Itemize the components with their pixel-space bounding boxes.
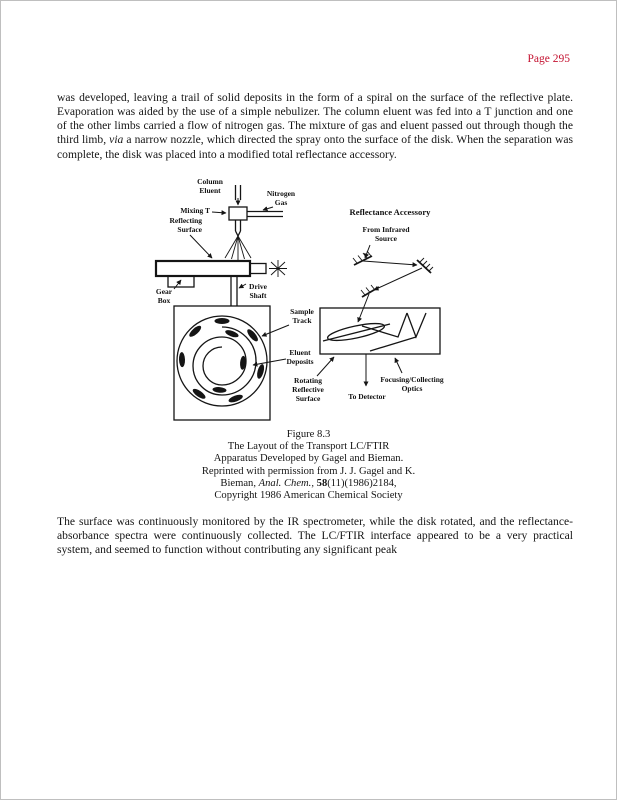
page-number: Page 295 bbox=[527, 53, 570, 65]
caption-citation-pages: (11)(1986)2184, bbox=[327, 477, 397, 489]
paragraph-2: The surface was continuously monitored b… bbox=[57, 514, 573, 557]
caption-title-line-2: Apparatus Developed by Gagel and Bieman. bbox=[213, 453, 404, 465]
caption-citation-journal: Anal. Chem., bbox=[258, 477, 314, 489]
label-reflectance-accessory-title: Reflectance Accessory bbox=[349, 207, 431, 217]
label-mixing-t: Mixing T bbox=[180, 206, 210, 215]
caption-copyright-line: Copyright 1986 American Chemical Society bbox=[214, 490, 403, 502]
paragraph-1-text-a: was developed, leaving a trail of solid … bbox=[57, 90, 573, 147]
caption-citation-line: Bieman, Anal. Chem., 58(11)(1986)2184, bbox=[1, 478, 616, 490]
eluent-deposit-marks bbox=[178, 318, 264, 403]
caption-title-line-1: The Layout of the Transport LC/FTIR bbox=[227, 441, 390, 453]
caption-citation-author: Bieman, bbox=[220, 477, 259, 489]
paragraph-1-text-b: a narrow nozzle, which directed the spra… bbox=[57, 133, 573, 161]
transport-apparatus-drawing bbox=[154, 185, 287, 421]
caption-citation-volume: 58 bbox=[316, 477, 328, 489]
caption-credit-line-1: Reprinted with permission from J. J. Gag… bbox=[201, 465, 416, 477]
label-to-detector: To Detector bbox=[348, 392, 386, 401]
figure-caption: Figure 8.3 The Layout of the Transport L… bbox=[1, 429, 616, 502]
paragraph-1: was developed, leaving a trail of solid … bbox=[57, 91, 573, 162]
reflectance-accessory-drawing bbox=[318, 244, 441, 355]
paragraph-1-italic-via: via bbox=[109, 133, 124, 147]
caption-figure-number: Figure 8.3 bbox=[286, 429, 331, 440]
label-arrows bbox=[173, 206, 402, 387]
